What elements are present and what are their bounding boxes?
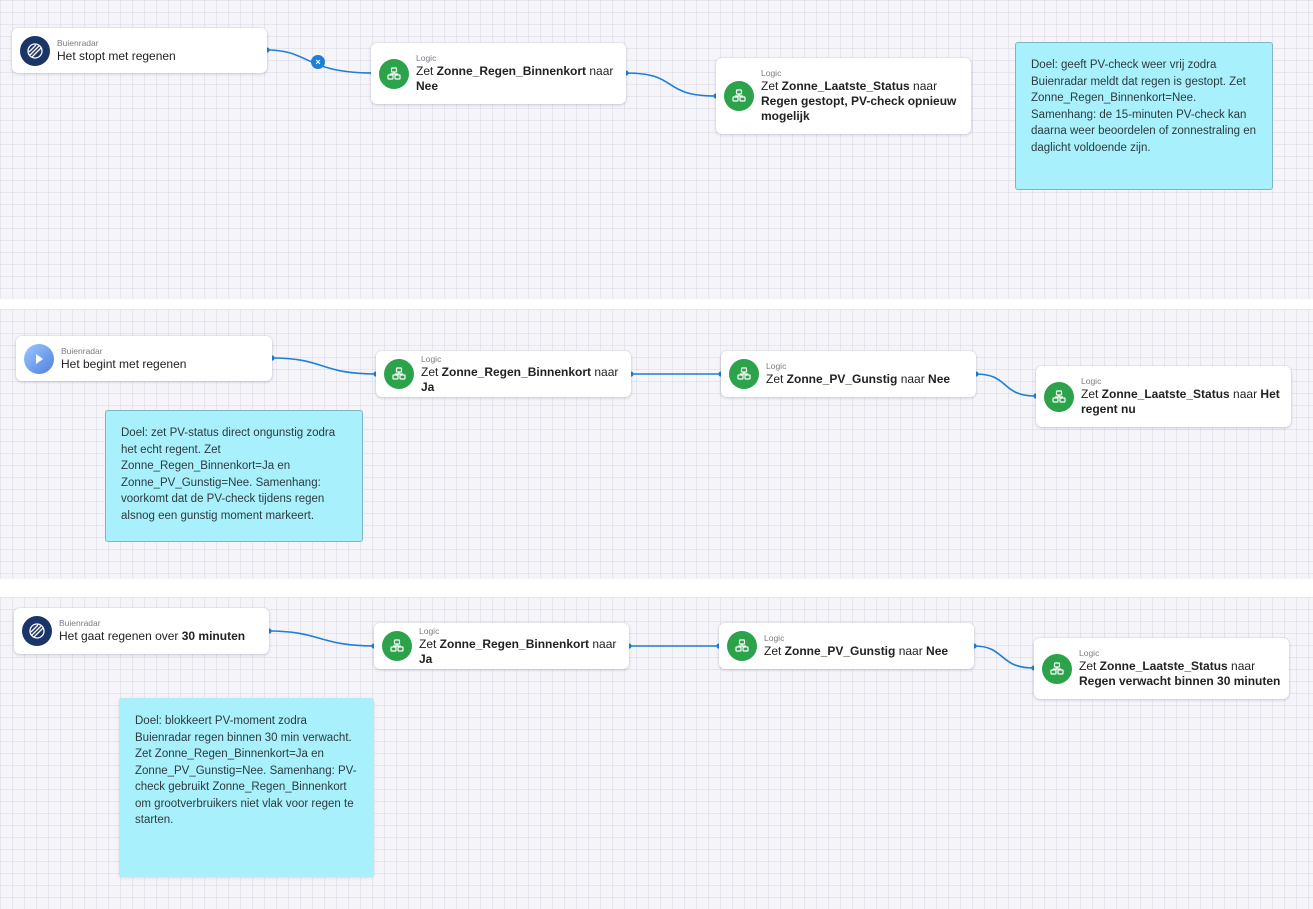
action-card[interactable]: Logic Zet Zonne_PV_Gunstig naar Nee: [719, 623, 974, 669]
action-card[interactable]: Logic Zet Zonne_Regen_Binnenkort naar Ja: [374, 623, 629, 669]
card-category: Logic: [419, 625, 440, 636]
logic-icon: [724, 81, 754, 111]
flow-note[interactable]: Doel: geeft PV-check weer vrij zodra Bui…: [1015, 42, 1273, 190]
action-card[interactable]: Logic Zet Zonne_Laatste_Status naar Rege…: [1034, 638, 1289, 699]
card-category: Logic: [416, 53, 437, 63]
card-text: Het gaat regenen over 30 minuten: [59, 629, 246, 643]
card-text: Zet Zonne_PV_Gunstig naar Nee: [766, 372, 951, 386]
card-text: Zet Zonne_Regen_Binnenkort naar Ja: [421, 364, 619, 394]
logic-icon: [727, 631, 757, 661]
card-category: Buienradar: [59, 618, 101, 628]
card-text: Zet Zonne_Regen_Binnenkort naar Nee: [416, 64, 614, 93]
card-category: Logic: [764, 633, 785, 643]
card-category: Buienradar: [57, 37, 99, 48]
card-category: Logic: [421, 353, 442, 364]
card-text: Zet Zonne_Laatste_Status naar Het regent…: [1081, 387, 1280, 416]
card-category: Logic: [761, 68, 782, 78]
action-card[interactable]: Logic Zet Zonne_PV_Gunstig naar Nee: [721, 351, 976, 397]
card-text: Zet Zonne_PV_Gunstig naar Nee: [764, 644, 949, 658]
flow-note[interactable]: Doel: zet PV-status direct ongunstig zod…: [105, 410, 363, 542]
action-card[interactable]: Logic Zet Zonne_Regen_Binnenkort naar Ne…: [371, 43, 626, 104]
card-category: Buienradar: [61, 345, 103, 356]
delete-connection-button[interactable]: ×: [311, 55, 325, 69]
buienradar-icon: [20, 35, 50, 66]
logic-icon: [1044, 381, 1074, 412]
logic-icon: [379, 58, 409, 89]
logic-icon: [729, 359, 759, 389]
action-card[interactable]: Logic Zet Zonne_Laatste_Status naar Rege…: [716, 58, 971, 134]
buienradar-icon: [24, 343, 54, 374]
flow-note[interactable]: Doel: blokkeert PV-moment zodra Buienrad…: [119, 698, 374, 877]
logic-icon: [382, 631, 412, 661]
trigger-card[interactable]: Buienradar Het gaat regenen over 30 minu…: [14, 608, 269, 654]
card-text: Het stopt met regenen: [57, 48, 176, 63]
logic-icon: [1042, 653, 1072, 684]
logic-icon: [384, 359, 414, 389]
trigger-card[interactable]: Buienradar Het begint met regenen: [16, 336, 272, 381]
card-text: Zet Zonne_Laatste_Status naar Regen gest…: [761, 79, 957, 123]
card-text: Zet Zonne_Laatste_Status naar Regen verw…: [1079, 659, 1281, 688]
card-category: Logic: [1079, 648, 1100, 658]
action-card[interactable]: Logic Zet Zonne_Laatste_Status naar Het …: [1036, 366, 1291, 427]
action-card[interactable]: Logic Zet Zonne_Regen_Binnenkort naar Ja: [376, 351, 631, 397]
card-text: Zet Zonne_Regen_Binnenkort naar Ja: [419, 636, 617, 666]
card-text: Het begint met regenen: [61, 356, 187, 371]
card-category: Logic: [766, 361, 787, 371]
card-category: Logic: [1081, 376, 1102, 386]
trigger-card[interactable]: Buienradar Het stopt met regenen: [12, 28, 267, 73]
buienradar-icon: [22, 616, 52, 646]
